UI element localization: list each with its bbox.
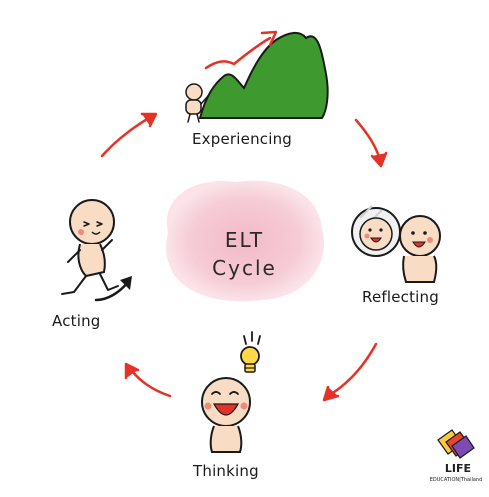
logo-name: LIFE [444,462,472,475]
mountain-icon [198,32,329,119]
reflecting-illustration [351,205,441,283]
motion-arrow-icon [94,280,130,302]
stage-label-experiencing: Experiencing [192,130,293,148]
arrow-reflecting-to-thinking [326,342,378,398]
logo-subtitle: EDUCATION|Thailand [429,477,483,483]
thinking-illustration [201,331,261,453]
stage-label-reflecting: Reflecting [362,288,439,306]
thinking-person-icon [201,377,251,453]
center-blob [166,180,325,302]
trend-arrow-icon [204,36,272,70]
running-person-icon [61,199,119,295]
arrow-thinking-to-acting [128,366,172,398]
arrow-experiencing-to-reflecting [354,118,382,162]
experiencing-illustration [185,30,329,123]
stage-label-thinking: Thinking [193,462,259,480]
center-title-line2: Cycle [212,256,277,280]
climber-person-icon [185,83,209,123]
acting-illustration [61,199,132,302]
cycle-arrows [100,112,388,402]
lightbulb-icon [240,346,260,373]
reflection-face-icon [359,217,393,251]
center-title-line1: ELT [224,228,265,252]
reflecting-person-icon [399,215,441,283]
stage-label-acting: Acting [52,312,101,330]
life-education-logo [437,429,475,459]
arrow-acting-to-experiencing [100,114,154,158]
